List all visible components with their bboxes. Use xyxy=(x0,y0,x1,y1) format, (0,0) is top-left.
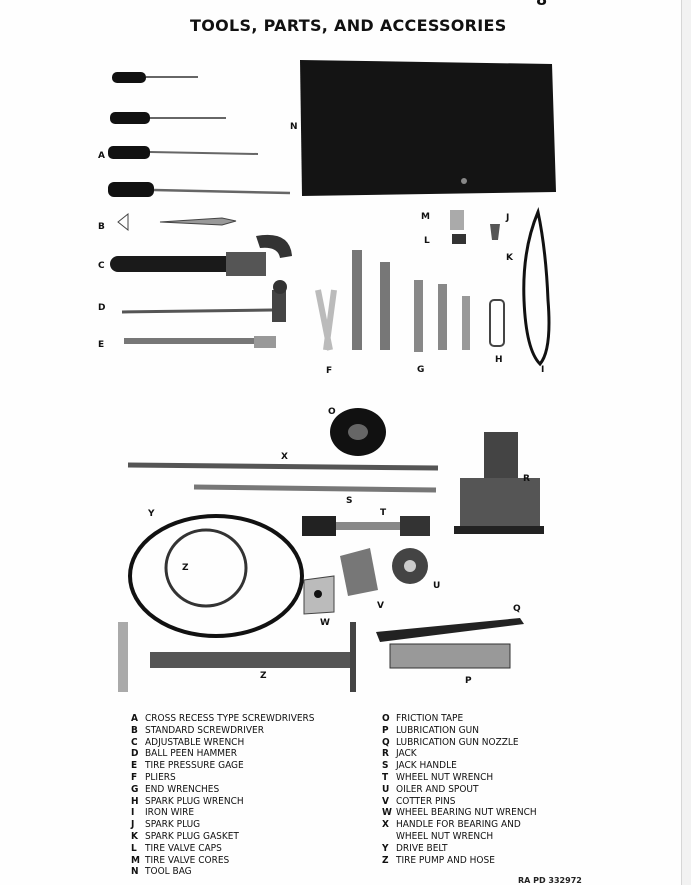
callout-t: T xyxy=(380,508,387,518)
jack-handle-illustration xyxy=(193,484,437,493)
page-title: TOOLS, PARTS, AND ACCESSORIES xyxy=(190,16,507,35)
callout-y: Y xyxy=(147,509,155,519)
oiler-illustration xyxy=(392,548,428,584)
standard-screwdriver-illustration xyxy=(117,212,237,232)
callout-l: L xyxy=(424,236,430,246)
tools-figure: A B C D E F G H I J K L M N O P Q R S T … xyxy=(98,60,556,692)
callout-m: M xyxy=(421,212,430,222)
callout-r: R xyxy=(523,474,530,484)
callout-s: S xyxy=(346,496,352,506)
ball-peen-hammer-illustration xyxy=(121,280,287,322)
drive-belt-illustration xyxy=(128,514,304,638)
callout-a: A xyxy=(98,151,105,161)
callout-i: I xyxy=(541,365,544,375)
callout-f: F xyxy=(326,366,332,376)
callout-k: K xyxy=(506,253,514,263)
pliers-illustration xyxy=(315,289,337,351)
callout-e: E xyxy=(98,340,104,350)
callout-q: Q xyxy=(513,604,521,614)
callout-v: V xyxy=(377,601,384,611)
lubrication-gun-illustration xyxy=(376,618,524,669)
callout-g: G xyxy=(417,365,424,375)
page-edge xyxy=(681,0,691,885)
tool-bag-illustration xyxy=(300,60,556,196)
callout-w: W xyxy=(320,618,330,628)
figure-reference: RA PD 332972 xyxy=(518,876,582,885)
iron-wire-illustration xyxy=(522,206,551,367)
spark-plug-wrench-illustration xyxy=(489,299,505,347)
figure-letter-callouts: A B C D E F G H I J K L M N O P Q R S T … xyxy=(98,122,544,686)
handle-illustration xyxy=(127,462,439,471)
tire-pressure-gage-illustration xyxy=(124,336,276,348)
wheel-nut-wrench-illustration xyxy=(302,516,430,536)
callout-u: U xyxy=(433,581,440,591)
cotter-pins-illustration xyxy=(340,548,378,596)
friction-tape-illustration xyxy=(330,408,386,456)
callout-b: B xyxy=(98,222,105,232)
tire-pump-illustration xyxy=(118,622,356,692)
wheel-bearing-nut-wrench-illustration xyxy=(303,575,335,615)
callout-h: H xyxy=(495,355,503,365)
jack-illustration xyxy=(454,432,544,534)
adjustable-wrench-illustration xyxy=(110,234,292,276)
callout-c: C xyxy=(98,261,105,271)
callout-d: D xyxy=(98,303,105,313)
tire-pump-hose-illustration xyxy=(164,528,248,608)
callout-o: O xyxy=(328,407,336,417)
callout-n: N xyxy=(290,122,298,132)
callout-p: P xyxy=(465,676,472,686)
callout-j: J xyxy=(505,213,509,223)
legend-item-continuation: WHEEL NUT WRENCH xyxy=(396,830,494,842)
screwdrivers-illustration xyxy=(108,72,291,197)
end-wrenches-illustration xyxy=(352,250,470,352)
callout-z-hose: Z xyxy=(182,563,189,573)
page-number: 8 xyxy=(536,0,547,9)
small-parts-illustration xyxy=(450,210,500,244)
callout-z-pump: Z xyxy=(260,671,267,681)
callout-x: X xyxy=(281,452,288,462)
